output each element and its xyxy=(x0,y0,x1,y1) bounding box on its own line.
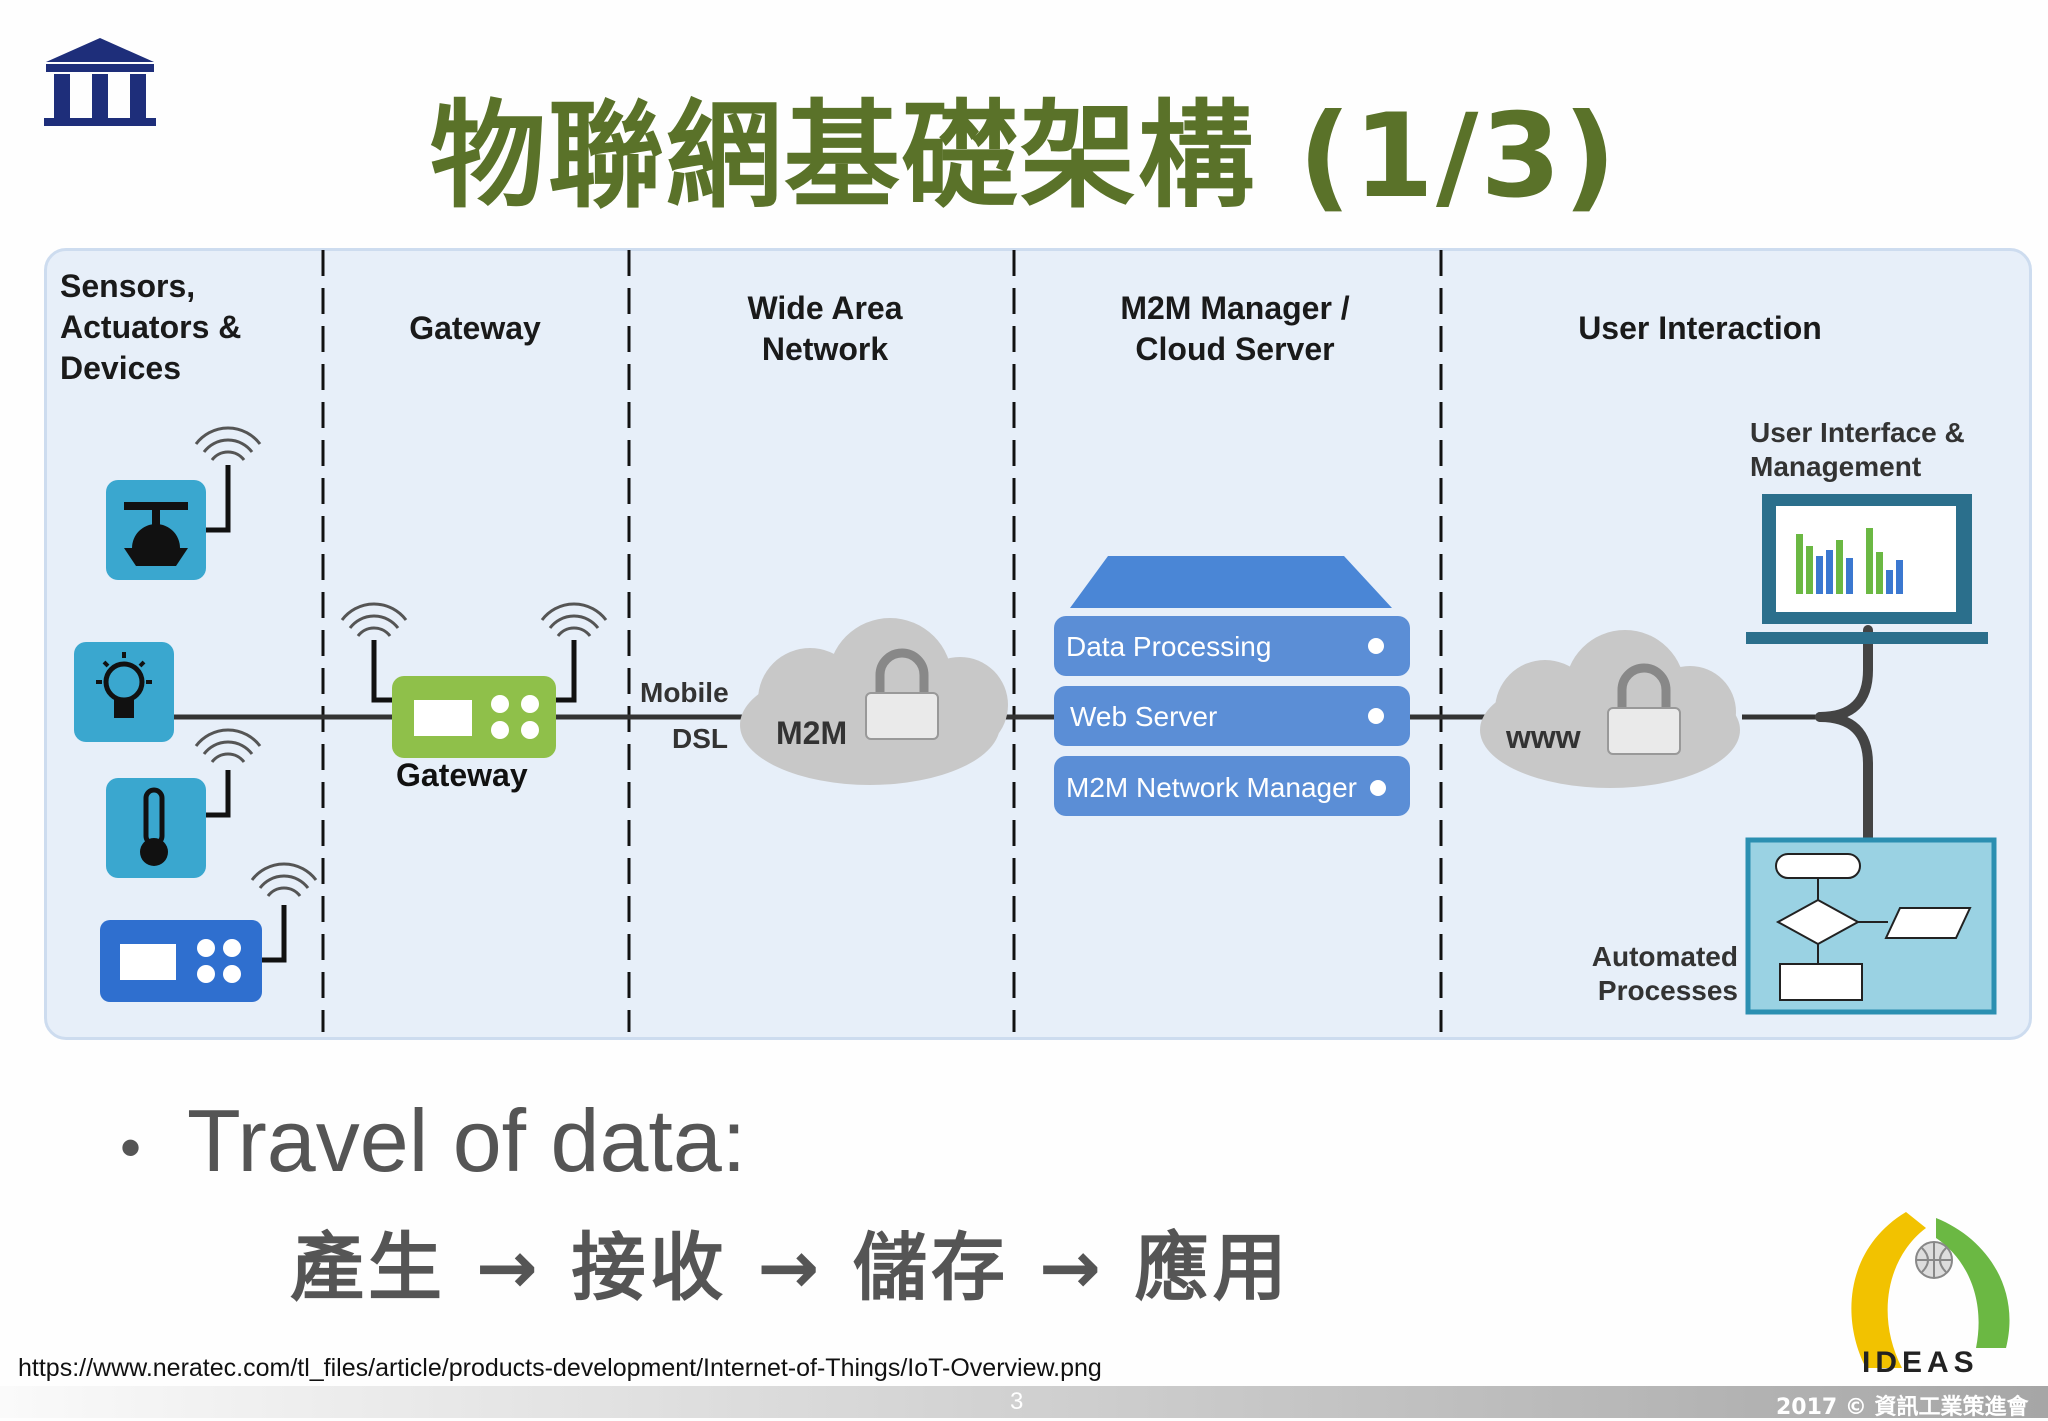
light-bulb-device-icon xyxy=(74,642,174,742)
header-line: Sensors, xyxy=(60,268,196,304)
mobile-label: Mobile xyxy=(640,677,729,708)
ideas-logo-icon xyxy=(1851,1212,2010,1368)
label-line: Automated xyxy=(1591,941,1738,972)
server-item-data-processing: Data Processing xyxy=(1066,631,1271,662)
gateway-label: Gateway xyxy=(396,757,528,793)
label-line: User Interface & xyxy=(1750,417,1965,448)
www-cloud-label: www xyxy=(1506,719,1581,755)
ui-management-label: User Interface & Management xyxy=(1750,416,1965,484)
automated-processes-label: Automated Processes xyxy=(1560,940,1738,1008)
header-line: M2M Manager / xyxy=(1120,290,1350,326)
scale-device-icon xyxy=(106,426,262,580)
institution-logo-icon xyxy=(44,38,156,126)
page-number: 3 xyxy=(1010,1388,1024,1415)
data-flow-steps: 產生 → 接收 → 儲存 → 應用 xyxy=(290,1225,1291,1311)
m2m-cloud-label: M2M xyxy=(776,715,848,751)
lock-icon xyxy=(1607,663,1681,755)
column-header-wan: Wide Area Network xyxy=(640,288,1010,370)
automated-process-icon xyxy=(1745,837,1997,1015)
bullet-dot: • xyxy=(120,1114,142,1182)
dsl-label: DSL xyxy=(672,723,728,754)
cloud-server-icon xyxy=(1054,556,1410,816)
bullet-text: Travel of data: xyxy=(187,1091,747,1190)
column-header-user: User Interaction xyxy=(1450,308,1950,349)
header-line: Gateway xyxy=(409,310,541,346)
copyright-text: 2017 © 資訊工業策進會 xyxy=(1776,1395,2029,1420)
header-line: Cloud Server xyxy=(1135,331,1335,367)
laptop-dashboard-icon xyxy=(1746,494,1988,644)
thermometer-device-icon xyxy=(106,728,262,878)
label-line: Processes xyxy=(1597,975,1738,1006)
column-dividers xyxy=(321,250,1443,1032)
ui-branch-lines xyxy=(1815,625,1873,845)
header-line: Wide Area xyxy=(747,290,903,326)
footer-bar xyxy=(0,1386,2048,1418)
slide-title: 物聯網基礎架構 (1/3) xyxy=(429,89,1619,224)
column-header-m2m: M2M Manager / Cloud Server xyxy=(1020,288,1450,370)
image-source-url: https://www.neratec.com/tl_files/article… xyxy=(18,1354,1102,1382)
ideas-logo-text: IDEAS xyxy=(1862,1346,1979,1379)
column-header-sensors: Sensors, Actuators & Devices xyxy=(60,266,241,389)
header-line: User Interaction xyxy=(1578,310,1822,346)
gateway-device-icon xyxy=(340,602,608,758)
lock-icon xyxy=(865,648,939,740)
header-line: Network xyxy=(761,331,889,367)
header-line: Actuators & xyxy=(60,309,242,345)
bullet-item: • Travel of data: xyxy=(120,1090,746,1192)
column-header-gateway: Gateway xyxy=(340,308,610,349)
iot-architecture-diagram: Data Processing Web Server M2M Network M… xyxy=(74,250,1997,1032)
server-item-web-server: Web Server xyxy=(1070,701,1217,732)
label-line: Management xyxy=(1750,451,1922,482)
server-item-m2m-network-manager: M2M Network Manager xyxy=(1066,772,1357,803)
control-box-device-icon xyxy=(100,862,318,1002)
header-line: Devices xyxy=(60,350,181,386)
